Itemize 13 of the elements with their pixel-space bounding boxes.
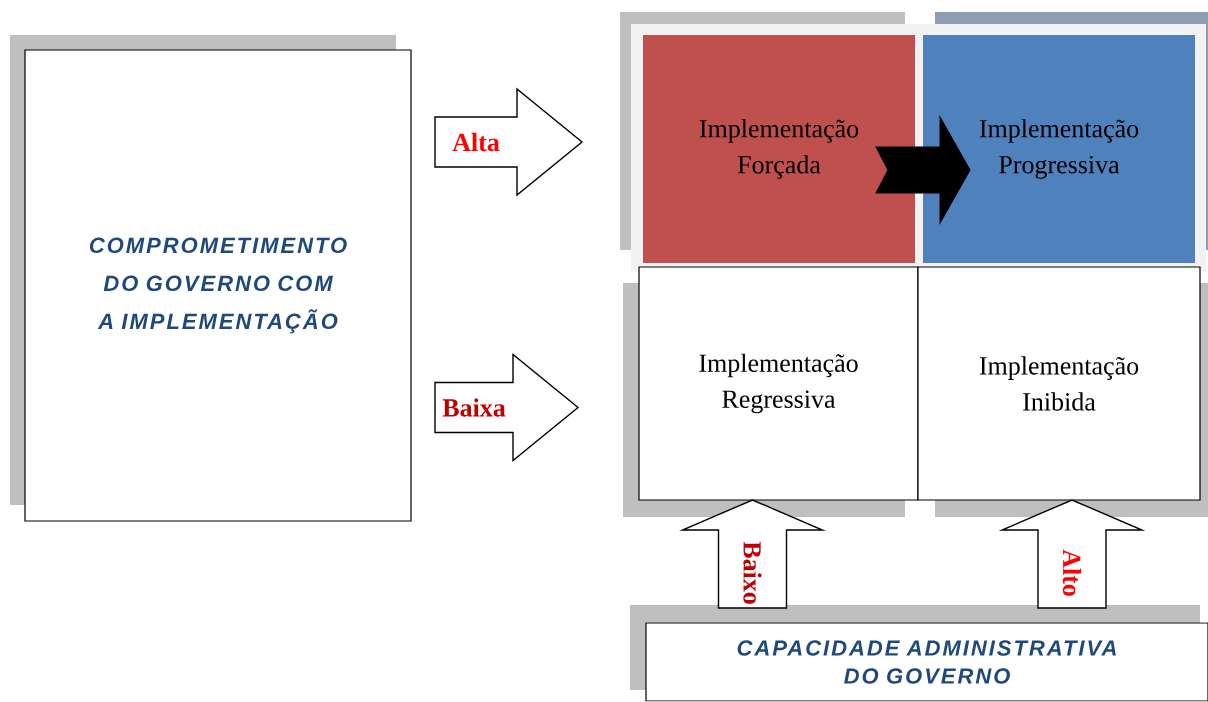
quadrant-box: Implementação Progressiva xyxy=(923,35,1195,263)
block-arrow xyxy=(998,499,1146,609)
title-box: COMPROMETIMENTO DO GOVERNO COM A IMPLEMENTAÇÃO xyxy=(24,49,412,522)
quadrant-box: Implementação Regressiva xyxy=(638,266,919,501)
arrow-label: Baixo xyxy=(742,540,763,606)
arrow-label: Alta xyxy=(451,131,501,153)
quadrant-box: Implementação Inibida xyxy=(917,266,1201,501)
arrow-label: Alto xyxy=(1061,548,1083,598)
block-arrow xyxy=(434,87,584,197)
arrow-label: Baixa xyxy=(441,397,507,418)
title-box: CAPACIDADE ADMINISTRATIVA DO GOVERNO xyxy=(645,622,1208,702)
block-arrow xyxy=(875,116,971,224)
quadrant-box: Implementação Forçada xyxy=(643,35,915,263)
